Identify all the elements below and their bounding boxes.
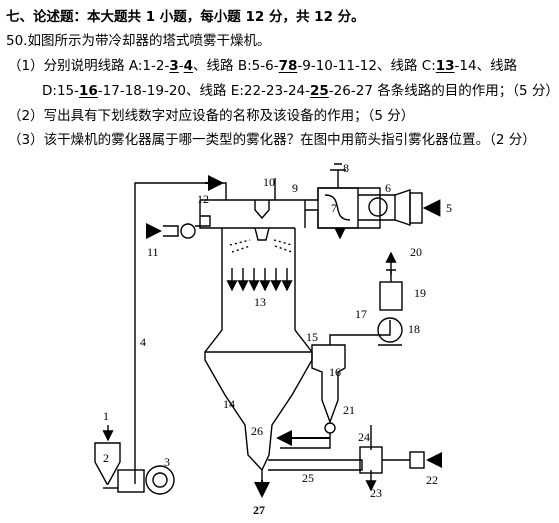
part1-t6: -26-27 各条线路的目的作用；（5 分）: [328, 83, 559, 99]
label-15: 15: [306, 330, 318, 344]
underlined-13: 13: [435, 58, 455, 74]
pipe-4: [134, 182, 227, 484]
heater-8-icon: [330, 163, 346, 188]
label-27: 27: [253, 503, 265, 517]
label-20: 20: [410, 245, 422, 259]
valve-21-icon: [324, 422, 336, 434]
label-14: 14: [223, 397, 235, 411]
label-21: 21: [343, 403, 355, 417]
part1-t4: -14、线路: [454, 58, 518, 74]
spray-pattern: [229, 239, 293, 253]
part1-t3: -9-10-11-12、线路 C:: [297, 58, 436, 74]
fan-11-icon: [163, 225, 179, 237]
label-16: 16: [329, 365, 341, 379]
filter-5-icon: [409, 192, 423, 224]
hopper-icon: [94, 442, 121, 485]
label-26: 26: [251, 424, 263, 438]
part1-line2-prefix: D:15-: [42, 83, 79, 99]
question-stem-text: 如图所示为带冷却器的塔式喷雾干燥机。: [27, 33, 271, 49]
blower-body: [117, 469, 145, 493]
part1-t1: -: [178, 58, 184, 74]
label-5: 5: [446, 201, 452, 215]
label-19: 19: [414, 286, 426, 300]
question-number: 50.: [6, 33, 28, 49]
label-2: 2: [103, 451, 109, 465]
tower-left-wall: [204, 228, 263, 480]
fan-6-icon: [358, 194, 396, 221]
label-3: 3: [164, 455, 170, 469]
part1-line2: D:15-16-17-18-19-20、线路 E:22-23-24-25-26-…: [42, 82, 559, 100]
label-1: 1: [103, 409, 109, 423]
fan-18-icon: [377, 317, 403, 343]
underlined-3: 3: [169, 58, 179, 74]
filter-22-icon: [409, 451, 425, 469]
underlined-25: 25: [310, 83, 329, 99]
section-heading: 七、论述题：本大题共 1 小题，每小题 12 分，共 12 分。: [6, 9, 365, 25]
part2: （2）写出具有下划线数字对应设备的名称及该设备的作用；（5 分）: [8, 108, 415, 124]
label-23: 23: [370, 486, 382, 500]
label-13: 13: [254, 295, 266, 309]
cooler-24-icon: [359, 446, 383, 474]
label-22: 22: [426, 473, 438, 487]
label-17: 17: [355, 307, 367, 321]
underlined-78: 78: [278, 58, 298, 74]
label-8: 8: [343, 161, 349, 175]
spray-dryer-diagram: 1 2 3 4 5 6 7 8 9 10 11 12 13 14 15 16 1…: [94, 161, 452, 517]
cyclone-16-icon: [311, 344, 346, 425]
question-stem: 50.如图所示为带冷却器的塔式喷雾干燥机。: [6, 32, 270, 50]
part1-t5: -17-18-19-20、线路 E:22-23-24-: [97, 83, 311, 99]
duct-17: [329, 320, 391, 345]
top-manifold: [199, 199, 306, 229]
label-9: 9: [292, 181, 298, 195]
label-7: 7: [331, 201, 337, 215]
label-12: 12: [197, 192, 209, 206]
blower-3-icon: [145, 465, 175, 495]
label-4: 4: [140, 335, 146, 349]
part3: （3）该干燥机的雾化器属于哪一类型的雾化器？在图中用箭头指引雾化器位置。（2 分…: [8, 132, 536, 148]
part1-t2: 、线路 B:5-6-: [193, 58, 279, 74]
label-11: 11: [147, 245, 159, 259]
tower-right-wall: [261, 228, 313, 471]
atomizer-10-icon: [254, 227, 270, 241]
label-6: 6: [385, 181, 391, 195]
part1-prefix: （1）分别说明线路 A:1-2-: [8, 58, 170, 74]
underlined-16: 16: [79, 83, 98, 99]
label-25: 25: [302, 471, 314, 485]
label-10: 10: [263, 175, 275, 189]
pipe-25: [268, 459, 363, 471]
label-24: 24: [358, 430, 370, 444]
label-18: 18: [408, 322, 420, 336]
silencer-19-icon: [379, 281, 403, 311]
underlined-4: 4: [183, 58, 194, 74]
part1-line1: （1）分别说明线路 A:1-2-3-4、线路 B:5-6-78-9-10-11-…: [8, 57, 517, 75]
